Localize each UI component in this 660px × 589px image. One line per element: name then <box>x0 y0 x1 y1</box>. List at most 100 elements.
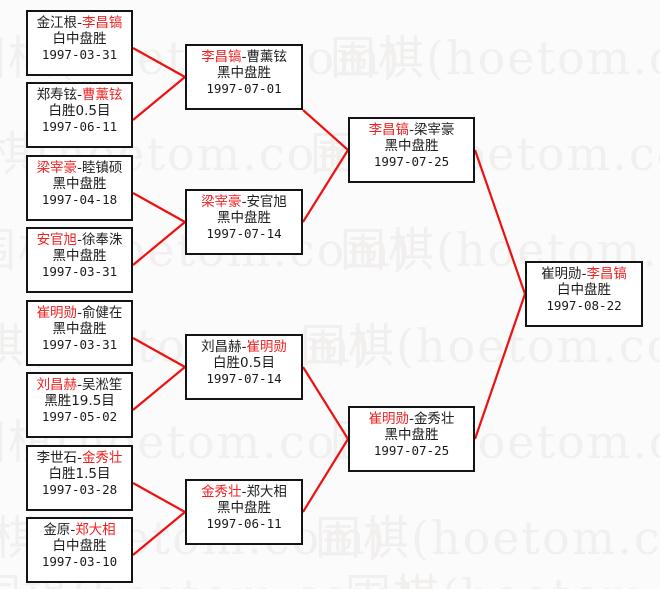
player-left: 李世石 <box>36 450 78 466</box>
r3m1-to-final <box>473 149 527 295</box>
player-left: 李昌镐 <box>201 49 242 65</box>
match-date: 1997-03-31 <box>41 264 118 279</box>
r2m3-to-r3m2 <box>302 366 349 440</box>
r3m2-to-final <box>473 293 527 440</box>
match-result: 黑中盘胜 <box>217 500 271 516</box>
r1m7-to-r2m4 <box>132 482 186 513</box>
player-left: 李昌镐 <box>368 122 410 138</box>
match-result: 黑胜19.5目 <box>44 393 115 409</box>
vs-separator: - <box>241 339 247 355</box>
player-right: 曹薰铉 <box>81 87 123 103</box>
vs-separator: - <box>241 49 247 65</box>
player-left: 金秀壮 <box>201 484 242 500</box>
match-players: 金原-郑大相 <box>32 522 127 538</box>
player-left: 梁宰豪 <box>36 160 78 176</box>
match-result: 黑中盘胜 <box>52 321 107 337</box>
match-players: 崔明勋-俞健在 <box>32 305 127 321</box>
match-result: 白中盘胜 <box>557 282 611 298</box>
player-left: 崔明勋 <box>36 305 78 321</box>
r1m3-to-r2m2 <box>132 192 186 223</box>
match-date: 1997-06-11 <box>41 119 118 134</box>
match-date: 1997-06-11 <box>206 516 282 531</box>
player-right: 徐奉洙 <box>81 232 123 248</box>
r1m1-to-r2m1 <box>132 47 186 78</box>
vs-separator: - <box>409 122 414 138</box>
match-players: 金秀壮-郑大相 <box>191 484 297 500</box>
watermark-text: 围棋(hoetom.com) <box>345 560 660 589</box>
player-right: 安官旭 <box>246 194 287 210</box>
r1m8-to-r2m4 <box>132 511 186 556</box>
vs-separator: - <box>77 160 82 176</box>
player-right: 俞健在 <box>81 305 123 321</box>
match-result: 黑中盘胜 <box>384 138 439 154</box>
player-right: 李昌镐 <box>586 266 627 282</box>
vs-separator: - <box>77 450 82 466</box>
match-result: 白胜1.5目 <box>48 466 111 482</box>
player-left: 刘昌赫 <box>201 339 242 355</box>
match-result: 黑中盘胜 <box>52 248 107 264</box>
match-result: 白胜0.5目 <box>48 103 111 119</box>
r1m6-to-r2m3 <box>132 366 186 411</box>
player-right: 崔明勋 <box>246 339 287 355</box>
player-left: 梁宰豪 <box>201 194 242 210</box>
match-date: 1997-03-31 <box>41 47 118 62</box>
vs-separator: - <box>77 377 82 393</box>
player-left: 金原 <box>43 522 71 538</box>
r1m4-to-r2m2 <box>132 221 186 266</box>
match-result: 白中盘胜 <box>52 538 107 554</box>
match-players: 李世石-金秀壮 <box>32 450 127 466</box>
player-right: 曹薰铉 <box>246 49 287 65</box>
vs-separator: - <box>77 87 82 103</box>
r2m2-to-r3m2 <box>302 149 349 223</box>
match-players: 李昌镐-梁宰豪 <box>354 122 469 138</box>
match-result: 白中盘胜 <box>52 31 107 47</box>
r1m2-to-r2m1 <box>132 76 186 121</box>
player-right: 吴淞笙 <box>81 377 123 393</box>
match-date: 1997-07-14 <box>206 226 282 241</box>
r1m5-to-r2m3 <box>132 337 186 368</box>
match-date: 1997-08-22 <box>546 298 622 313</box>
vs-separator: - <box>77 232 82 248</box>
player-left: 崔明勋 <box>541 266 582 282</box>
watermark-text: 围棋(hoetom.com) <box>330 31 660 85</box>
player-right: 睦镇硕 <box>81 160 123 176</box>
match-players: 梁宰豪-睦镇硕 <box>32 160 127 176</box>
match-date: 1997-03-28 <box>41 482 118 497</box>
match-result: 黑中盘胜 <box>217 210 271 226</box>
match-players: 刘昌赫-吴淞笙 <box>32 377 127 393</box>
vs-separator: - <box>409 411 414 427</box>
player-right: 金秀壮 <box>413 411 455 427</box>
match-players: 崔明勋-李昌镐 <box>531 266 637 282</box>
vs-separator: - <box>581 266 587 282</box>
match-date: 1997-07-25 <box>373 154 450 169</box>
match-date: 1997-07-25 <box>373 443 450 458</box>
match-date: 1997-04-18 <box>41 192 118 207</box>
player-left: 郑寿铉 <box>36 87 78 103</box>
player-right: 郑大相 <box>75 522 116 538</box>
match-players: 安官旭-徐奉洙 <box>32 232 127 248</box>
match-date: 1997-03-31 <box>41 337 118 352</box>
player-left: 刘昌赫 <box>36 377 78 393</box>
vs-separator: - <box>77 305 82 321</box>
player-right: 李昌镐 <box>81 15 123 31</box>
match-players: 郑寿铉-曹薰铉 <box>32 87 127 103</box>
match-result: 黑中盘胜 <box>52 176 107 192</box>
player-right: 梁宰豪 <box>413 122 455 138</box>
match-date: 1997-05-02 <box>41 409 118 424</box>
vs-separator: - <box>77 15 82 31</box>
